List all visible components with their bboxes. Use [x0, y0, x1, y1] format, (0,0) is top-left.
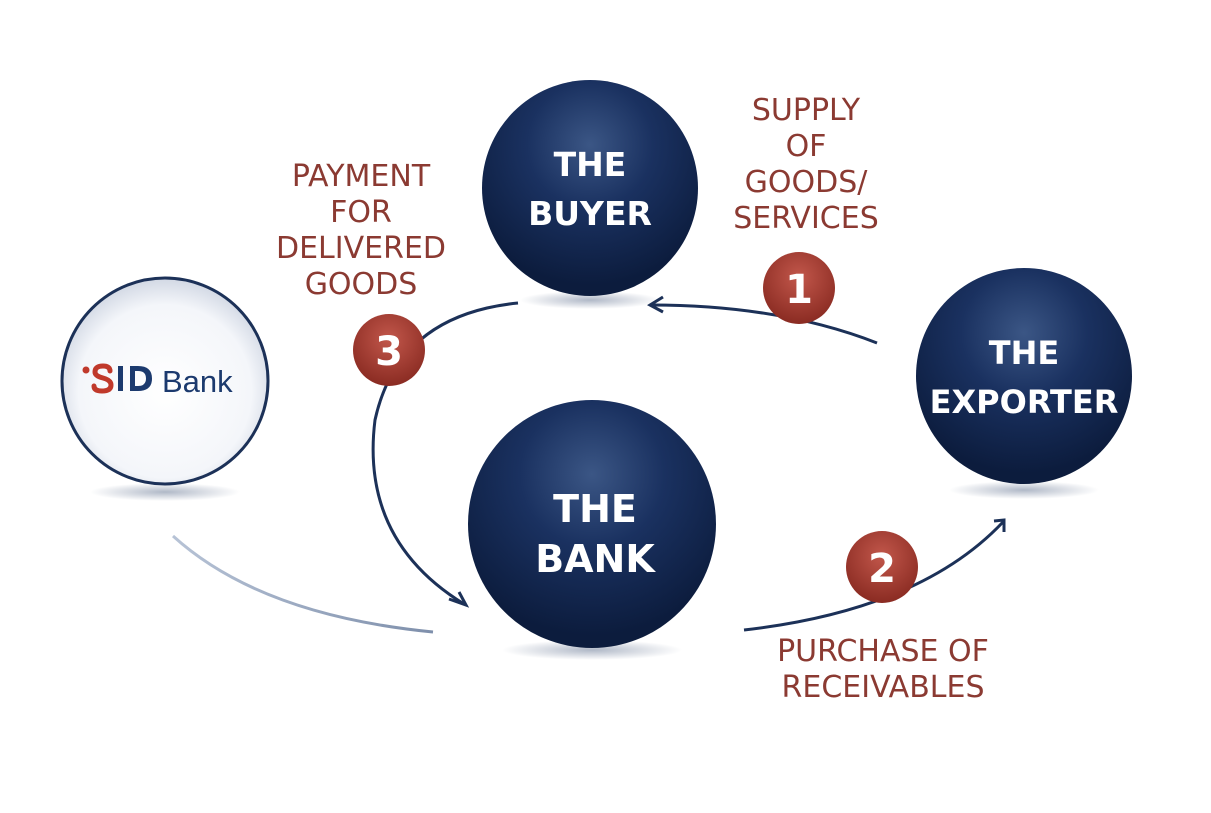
step-2-label: PURCHASE OF RECEIVABLES — [777, 634, 989, 705]
step-badge-2: 2 — [846, 531, 918, 603]
step-1-label: SUPPLY OF GOODS/ SERVICES — [733, 93, 879, 236]
logo-i-icon — [118, 366, 123, 391]
buyer-label-line2: BUYER — [528, 194, 652, 233]
step-1-label-line-4: SERVICES — [733, 201, 879, 236]
exporter-label-line1: THE — [989, 334, 1059, 372]
arrowhead-buyer — [646, 295, 664, 314]
step-2-label-line-2: RECEIVABLES — [782, 670, 985, 705]
step-3-label-line-3: DELIVERED — [276, 231, 446, 266]
logo-shadow — [90, 483, 240, 501]
bank-label-line2: BANK — [535, 537, 656, 581]
step-2-label-line-1: PURCHASE OF — [777, 634, 989, 669]
exporter-label-line2: EXPORTER — [930, 383, 1119, 421]
arrow-buyer-to-bank — [371, 301, 519, 606]
arrowhead-exporter — [993, 518, 1006, 532]
step-3-label-line-2: FOR — [330, 195, 392, 230]
bank-shadow — [502, 640, 682, 660]
arrow-exporter-to-buyer — [650, 303, 878, 345]
sid-bank-node: Bank — [60, 276, 270, 486]
connector-logo-to-bank — [171, 534, 434, 634]
logo-dot-icon — [82, 366, 90, 374]
buyer-shadow — [520, 291, 660, 309]
buyer-node: THE BUYER — [482, 80, 698, 296]
step-3-label-line-1: PAYMENT — [292, 159, 431, 194]
buyer-sphere — [482, 80, 698, 296]
step-badge-3: 3 — [353, 314, 425, 386]
bank-label-line1: THE — [553, 487, 637, 531]
step-3-label: PAYMENT FOR DELIVERED GOODS — [276, 159, 446, 302]
step-badge-1: 1 — [763, 252, 835, 324]
arrowhead-bank — [448, 591, 470, 608]
logo-s-icon — [91, 363, 114, 394]
logo-circle — [60, 276, 270, 486]
step-badge-2-circle — [846, 531, 918, 603]
step-badge-2-number: 2 — [868, 546, 896, 592]
step-3-label-line-4: GOODS — [305, 267, 418, 302]
exporter-node: THE EXPORTER — [916, 268, 1132, 484]
bank-sphere — [468, 400, 716, 648]
logo-d-icon — [130, 366, 152, 391]
step-badge-1-circle — [763, 252, 835, 324]
step-1-label-line-3: GOODS/ — [745, 165, 869, 200]
step-badge-3-number: 3 — [375, 329, 403, 375]
step-badge-3-circle — [353, 314, 425, 386]
step-badge-1-number: 1 — [785, 267, 813, 313]
exporter-sphere — [916, 268, 1132, 484]
step-1-label-line-2: OF — [786, 129, 827, 164]
bank-node: THE BANK — [468, 400, 716, 648]
buyer-label-line1: THE — [554, 145, 627, 184]
exporter-shadow — [949, 481, 1099, 499]
logo-bank-text: Bank — [162, 364, 233, 399]
step-1-label-line-1: SUPPLY — [752, 93, 861, 128]
